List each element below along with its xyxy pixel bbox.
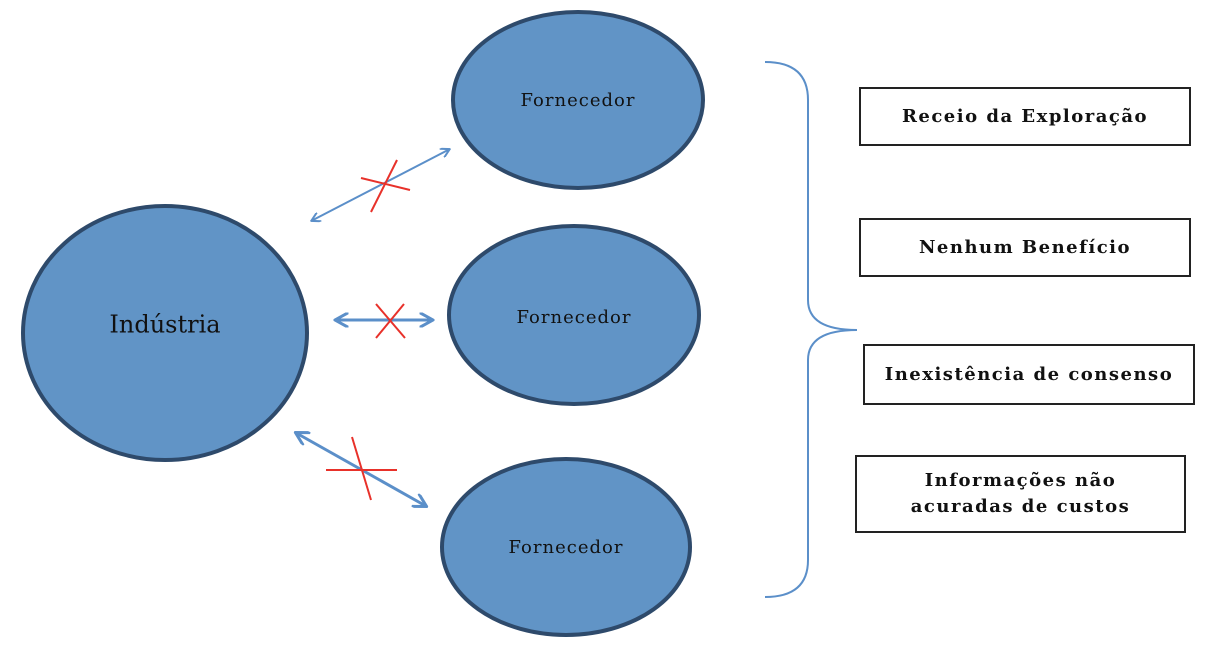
barrier-box-exploration-fear: Receio da Exploração xyxy=(859,87,1191,146)
supplier-node-1: Fornecedor xyxy=(451,10,705,190)
barrier-label-4: Informações não acuradas de custos xyxy=(910,470,1131,517)
cross-mark-bottom xyxy=(326,436,397,501)
supplier-ellipse-1 xyxy=(451,10,705,190)
supplier-label-1: Fornecedor xyxy=(521,90,636,111)
supplier-label-2: Fornecedor xyxy=(517,307,632,328)
supplier-node-2: Fornecedor xyxy=(447,224,701,406)
supplier-label-3: Fornecedor xyxy=(509,537,624,558)
supplier-node-3: Fornecedor xyxy=(440,457,692,637)
industry-node: Indústria xyxy=(21,204,309,462)
barrier-label-3: Inexistência de consenso xyxy=(884,363,1174,385)
cross-mark-top xyxy=(360,159,411,213)
barrier-label-2: Nenhum Benefício xyxy=(918,236,1132,258)
industry-ellipse xyxy=(21,204,309,462)
industry-label: Indústria xyxy=(109,311,220,339)
barrier-label-1: Receio da Exploração xyxy=(901,105,1149,127)
curly-brace xyxy=(764,61,858,598)
supplier-ellipse-2 xyxy=(447,224,701,406)
barrier-box-no-benefit: Nenhum Benefício xyxy=(859,218,1191,277)
barrier-box-inaccurate-cost-info: Informações não acuradas de custos xyxy=(855,455,1186,533)
barrier-box-no-consensus: Inexistência de consenso xyxy=(863,344,1195,405)
cross-mark-middle xyxy=(375,303,406,339)
supplier-ellipse-3 xyxy=(440,457,692,637)
double-arrow-top xyxy=(313,150,448,220)
